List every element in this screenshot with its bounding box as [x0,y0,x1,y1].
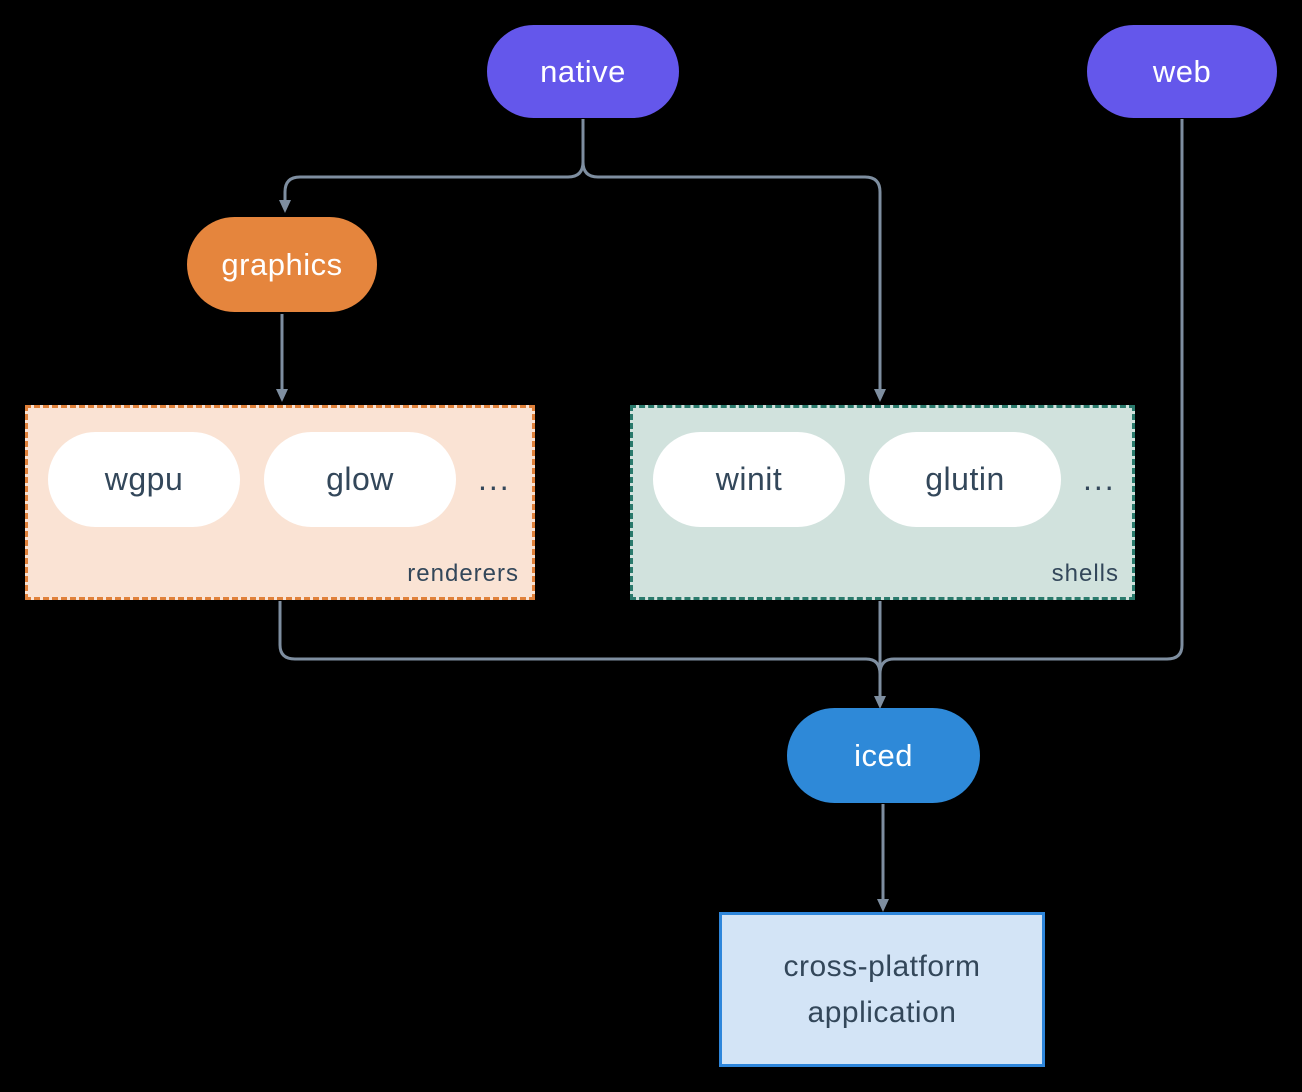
edge-native-to-shells [581,161,886,402]
group-shells-pills: winit glutin ... [633,432,1116,527]
group-shells-label: shells [1051,560,1119,587]
node-web: web [1087,25,1277,118]
node-glow: glow [264,432,456,527]
node-wgpu: wgpu [48,432,240,527]
shells-ellipsis: ... [1083,461,1116,497]
node-web-label: web [1152,53,1212,89]
group-renderers-label: renderers [407,560,519,587]
node-iced: iced [787,708,980,803]
edge-native-to-graphics [279,119,585,213]
node-glutin: glutin [869,432,1061,527]
node-application-label-line1: cross-platform [783,949,981,983]
edge-renderers-to-junction [278,601,882,675]
node-native-label: native [540,53,626,89]
group-shells: winit glutin ... shells [630,405,1135,600]
node-native: native [487,25,679,118]
node-wgpu-label: wgpu [104,461,184,497]
node-winit: winit [653,432,845,527]
group-renderers-pills: wgpu glow ... [28,432,511,527]
node-graphics: graphics [187,217,377,312]
group-renderers: wgpu glow ... renderers [25,405,535,600]
node-application: cross-platform application [719,912,1045,1067]
node-glutin-label: glutin [925,461,1005,497]
node-iced-label: iced [854,737,913,773]
node-application-label-line2: application [807,995,957,1029]
node-glow-label: glow [326,461,394,497]
node-graphics-label: graphics [221,246,343,282]
renderers-ellipsis: ... [478,461,511,497]
edge-web-to-junction [878,119,1184,675]
node-winit-label: winit [715,461,783,497]
